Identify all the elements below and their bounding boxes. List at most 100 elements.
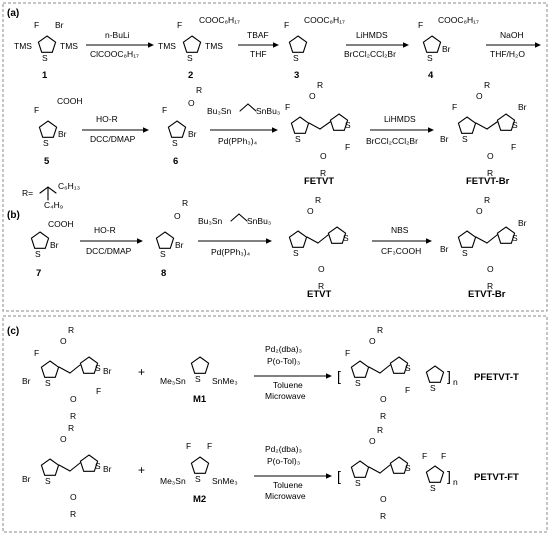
svg-text:Br: Br [103, 366, 112, 376]
svg-text:CF₃COOH: CF₃COOH [381, 246, 421, 256]
svg-text:SnMe₃: SnMe₃ [212, 376, 238, 386]
svg-text:[: [ [337, 468, 341, 484]
svg-text:F: F [441, 451, 446, 461]
svg-text:Br: Br [55, 20, 64, 30]
svg-text:Br: Br [58, 129, 67, 139]
svg-text:S: S [95, 363, 101, 373]
svg-text:F: F [284, 20, 289, 30]
svg-text:S: S [43, 138, 49, 148]
svg-text:S: S [355, 478, 361, 488]
arrow-b3: NBS CF₃COOH [372, 225, 432, 256]
svg-text:S: S [160, 249, 166, 259]
svg-text:Me₃Sn: Me₃Sn [160, 376, 186, 386]
svg-text:S: S [42, 53, 48, 63]
svg-text:O: O [476, 206, 483, 216]
svg-text:1: 1 [42, 70, 48, 81]
svg-text:SnBu₃: SnBu₃ [247, 216, 271, 226]
svg-text:S: S [293, 53, 299, 63]
svg-text:Br: Br [442, 44, 451, 54]
svg-text:ClCOOC₈H₁₇: ClCOOC₈H₁₇ [90, 49, 139, 59]
svg-text:S: S [512, 120, 518, 130]
svg-text:n: n [453, 377, 458, 387]
svg-text:S: S [430, 383, 436, 393]
svg-text:Pd₂(dba)₃: Pd₂(dba)₃ [265, 444, 302, 454]
polymer-pfetvt-t: [ S S S F F O R O R ] n [337, 325, 458, 421]
arrow-a5: HO-R DCC/DMAP [82, 114, 149, 144]
svg-text:F: F [511, 142, 516, 152]
monomer-etvt-br-c2: S S Br Br O R O R [22, 423, 112, 519]
svg-text:TMS: TMS [205, 41, 223, 51]
svg-text:R: R [68, 423, 74, 433]
svg-text:Br: Br [518, 102, 527, 112]
svg-text:F: F [418, 20, 423, 30]
svg-text:DCC/DMAP: DCC/DMAP [86, 246, 132, 256]
svg-text:ETVT: ETVT [307, 289, 331, 300]
svg-text:S: S [187, 53, 193, 63]
svg-text:SnMe₃: SnMe₃ [212, 476, 238, 486]
svg-text:O: O [320, 151, 327, 161]
svg-text:S: S [45, 476, 51, 486]
compound-2: S F COOC₈H₁₇ TMS TMS 2 [158, 15, 240, 81]
svg-text:2: 2 [188, 70, 193, 81]
compound-7: S COOH Br 7 [30, 219, 74, 279]
svg-text:F: F [34, 20, 39, 30]
polymer-petvt-ft: [ S S S F F O R O R ] n [337, 425, 458, 521]
svg-text:TMS: TMS [158, 41, 176, 51]
arrow-a4: NaOH THF/H₂O [486, 30, 541, 59]
svg-text:Me₃Sn: Me₃Sn [160, 476, 186, 486]
arrow-c1: Pd₂(dba)₃ P(o-Tol)₃ Toluene Microwave [254, 344, 332, 401]
compound-fetvt: S S F F O R O R FETVT [285, 80, 351, 187]
svg-text:F: F [186, 441, 191, 451]
svg-text:F: F [96, 386, 101, 396]
svg-text:COOH: COOH [48, 219, 74, 229]
svg-text:Pd(PPh₃)₄: Pd(PPh₃)₄ [211, 247, 251, 257]
svg-text:FETVT: FETVT [304, 176, 334, 187]
svg-text:F: F [162, 105, 167, 115]
svg-text:SnBu₃: SnBu₃ [256, 106, 280, 116]
svg-text:R: R [70, 411, 76, 421]
svg-text:7: 7 [36, 268, 41, 279]
svg-text:Br: Br [175, 240, 184, 250]
svg-text:3: 3 [294, 70, 299, 81]
compound-5: S F COOH Br 5 [34, 96, 83, 167]
svg-text:S: S [405, 363, 411, 373]
svg-text:BrCCl₂CCl₂Br: BrCCl₂CCl₂Br [344, 49, 396, 59]
svg-text:Br: Br [188, 129, 197, 139]
svg-text:R: R [70, 509, 76, 519]
compound-etvt: S S O R O R ETVT [288, 195, 349, 300]
arrow-b1: HO-R DCC/DMAP [80, 225, 143, 256]
svg-text:THF: THF [250, 49, 267, 59]
svg-text:R: R [484, 195, 490, 205]
panel-label-c: (c) [7, 326, 19, 337]
svg-text:S: S [405, 463, 411, 473]
svg-text:Br: Br [103, 464, 112, 474]
svg-text:O: O [60, 336, 67, 346]
svg-text:S: S [430, 483, 436, 493]
svg-text:THF/H₂O: THF/H₂O [490, 49, 525, 59]
svg-text:R: R [377, 425, 383, 435]
svg-text:P(o-Tol)₃: P(o-Tol)₃ [267, 356, 300, 366]
arrow-a1: n-BuLi ClCOOC₈H₁₇ [86, 30, 154, 59]
svg-text:M2: M2 [193, 494, 206, 505]
svg-text:S: S [195, 374, 201, 384]
compound-4: S F COOC₈H₁₇ Br 4 [418, 15, 479, 81]
svg-text:TMS: TMS [14, 41, 32, 51]
svg-text:S: S [427, 53, 433, 63]
svg-text:F: F [177, 20, 182, 30]
svg-text:R: R [484, 80, 490, 90]
svg-text:F: F [207, 441, 212, 451]
svg-text:ETVT-Br: ETVT-Br [468, 289, 506, 300]
svg-text:Br: Br [440, 244, 449, 254]
svg-text:O: O [70, 394, 77, 404]
svg-text:R: R [377, 325, 383, 335]
svg-text:O: O [60, 434, 67, 444]
svg-text:F: F [34, 348, 39, 358]
svg-text:S: S [343, 233, 349, 243]
svg-text:COOC₈H₁₇: COOC₈H₁₇ [304, 15, 345, 25]
svg-text:O: O [307, 206, 314, 216]
svg-text:S: S [172, 138, 178, 148]
svg-text:P(o-Tol)₃: P(o-Tol)₃ [267, 456, 300, 466]
svg-text:]: ] [447, 368, 451, 384]
svg-text:F: F [345, 142, 350, 152]
plus-sign-c2: + [138, 463, 145, 477]
